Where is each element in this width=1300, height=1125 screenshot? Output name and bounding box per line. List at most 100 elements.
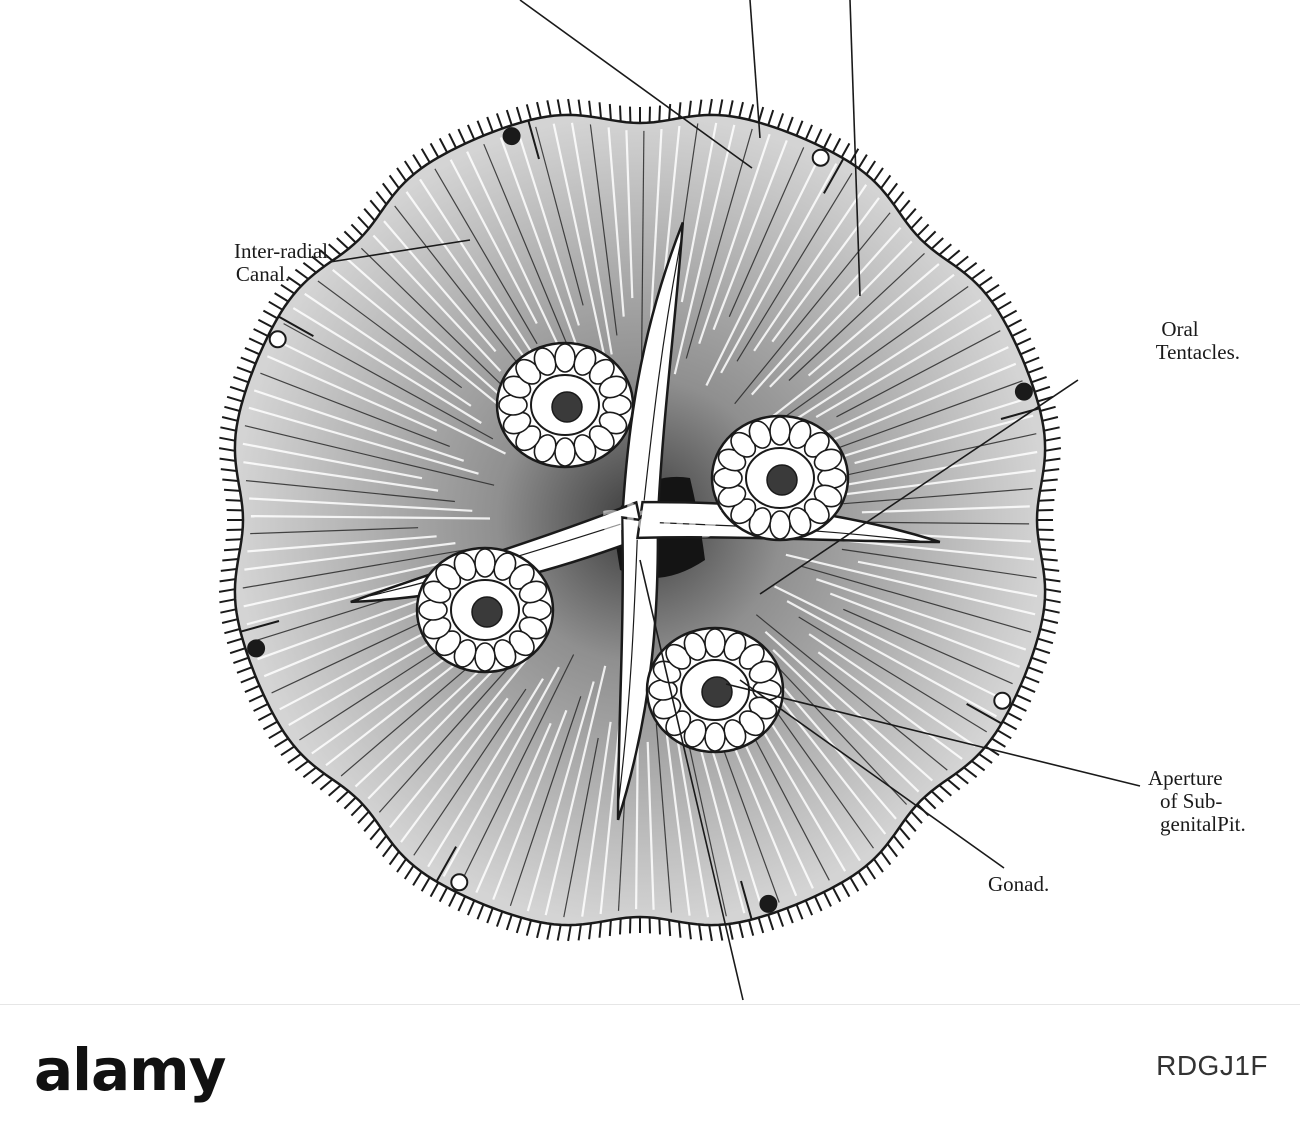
fringe-tentacle xyxy=(610,104,611,120)
fringe-tentacle xyxy=(329,244,341,255)
fringe-tentacle xyxy=(275,293,289,301)
fringe-tentacle xyxy=(1032,377,1047,382)
fringe-tentacle xyxy=(221,569,237,571)
fringe-tentacle xyxy=(939,785,951,796)
fringe-tentacle xyxy=(992,739,1006,747)
fringe-tentacle xyxy=(939,244,951,255)
fringe-tentacle xyxy=(729,100,732,116)
jellyfish-diagram: Inter-radial Canal. Oral Tentacles. Aper… xyxy=(0,0,1300,1004)
fringe-tentacle xyxy=(589,923,591,939)
fringe-tentacle xyxy=(749,920,753,935)
fringe-tentacle xyxy=(1039,539,1055,540)
fringe-tentacle xyxy=(866,161,875,174)
fringe-tentacle xyxy=(281,746,294,755)
fringe-tentacle xyxy=(797,904,803,919)
fringe-tentacle xyxy=(899,200,909,212)
subgenital-aperture xyxy=(702,677,732,707)
fringe-tentacle xyxy=(917,224,928,235)
label-line: Gonad. xyxy=(988,873,1049,896)
fringe-tentacle xyxy=(1016,338,1031,345)
fringe-tentacle xyxy=(263,311,277,319)
fringe-tentacle xyxy=(620,106,621,122)
fringe-tentacle xyxy=(911,217,922,229)
fringe-tentacle xyxy=(517,918,522,933)
rhopalium xyxy=(1016,384,1032,400)
fringe-tentacle xyxy=(1021,348,1036,354)
fringe-tentacle xyxy=(1045,448,1061,451)
fringe-tentacle xyxy=(527,104,531,119)
fringe-tentacle xyxy=(220,459,236,461)
fringe-tentacle xyxy=(237,667,252,673)
fringe-tentacle xyxy=(787,117,793,132)
fringe-tentacle xyxy=(1040,490,1056,491)
fringe-tentacle xyxy=(905,209,916,221)
fringe-tentacle xyxy=(440,887,448,901)
stock-image-id: RDGJ1F xyxy=(1156,1050,1268,1082)
fringe-tentacle xyxy=(241,358,256,364)
rhopalium xyxy=(270,331,286,347)
fringe-tentacle xyxy=(797,121,803,136)
gonad-fold xyxy=(770,417,790,445)
label-aperture-subgenital-pit: Aperture of Sub- genitalPit. xyxy=(1140,767,1300,836)
fringe-tentacle xyxy=(899,828,909,840)
fringe-tentacle xyxy=(905,819,916,831)
rhopalium xyxy=(760,896,776,912)
fringe-tentacle xyxy=(778,912,783,927)
fringe-tentacle xyxy=(842,883,850,897)
fringe-tentacle xyxy=(263,722,277,730)
fringe-tentacle xyxy=(1045,459,1061,461)
label-oral-tentacles: Oral Tentacles. xyxy=(1120,318,1240,364)
fringe-tentacle xyxy=(370,828,380,840)
fringe-tentacle xyxy=(568,925,571,941)
subgenital-aperture xyxy=(767,465,797,495)
label-line: Tentacles. xyxy=(1120,341,1240,364)
fringe-tentacle xyxy=(806,901,812,916)
fringe-tentacle xyxy=(659,106,660,122)
fringe-tentacle xyxy=(281,285,294,294)
fringe-tentacle xyxy=(527,920,531,935)
fringe-tentacle xyxy=(364,209,375,221)
fringe-tentacle xyxy=(303,768,316,778)
fringe-tentacle xyxy=(964,768,977,778)
fringe-tentacle xyxy=(1044,427,1060,430)
fringe-tentacle xyxy=(689,101,691,117)
fringe-tentacle xyxy=(220,609,236,612)
label-line: of Sub- xyxy=(1140,790,1300,813)
fringe-tentacle xyxy=(224,407,239,411)
fringe-tentacle xyxy=(1007,713,1021,721)
fringe-tentacle xyxy=(478,904,484,919)
fringe-tentacle xyxy=(219,438,235,441)
fringe-tentacle xyxy=(1032,658,1047,663)
fringe-tentacle xyxy=(842,143,850,157)
fringe-tentacle xyxy=(227,397,242,402)
fringe-tentacle xyxy=(719,99,722,115)
jellyfish-illustration xyxy=(0,0,1300,1004)
fringe-tentacle xyxy=(859,872,867,886)
fringe-tentacle xyxy=(358,217,369,229)
fringe-tentacle xyxy=(390,852,399,865)
fringe-tentacle xyxy=(979,277,992,286)
fringe-tentacle xyxy=(413,872,421,886)
label-line: Oral xyxy=(1120,318,1240,341)
fringe-tentacle xyxy=(440,138,448,152)
rhopalium xyxy=(451,874,467,890)
fringe-tentacle xyxy=(537,922,541,938)
fringe-tentacle xyxy=(220,427,236,430)
fringe-tentacle xyxy=(888,183,898,196)
fringe-tentacle xyxy=(689,923,691,939)
fringe-tentacle xyxy=(1040,629,1055,633)
fringe-tentacle xyxy=(815,129,822,144)
fringe-tentacle xyxy=(924,797,935,808)
fringe-tentacle xyxy=(221,469,237,471)
fringe-tentacle xyxy=(833,887,841,901)
fringe-tentacle xyxy=(1028,367,1043,373)
fringe-tentacle xyxy=(568,99,571,115)
fringe-tentacle xyxy=(1035,648,1050,653)
fringe-tentacle xyxy=(881,175,890,188)
label-line: genitalPit. xyxy=(1140,813,1300,836)
fringe-tentacle xyxy=(288,754,301,763)
fringe-tentacle xyxy=(233,658,248,663)
fringe-tentacle xyxy=(600,922,602,938)
fringe-tentacle xyxy=(874,859,883,872)
gonad-fold xyxy=(555,438,575,466)
